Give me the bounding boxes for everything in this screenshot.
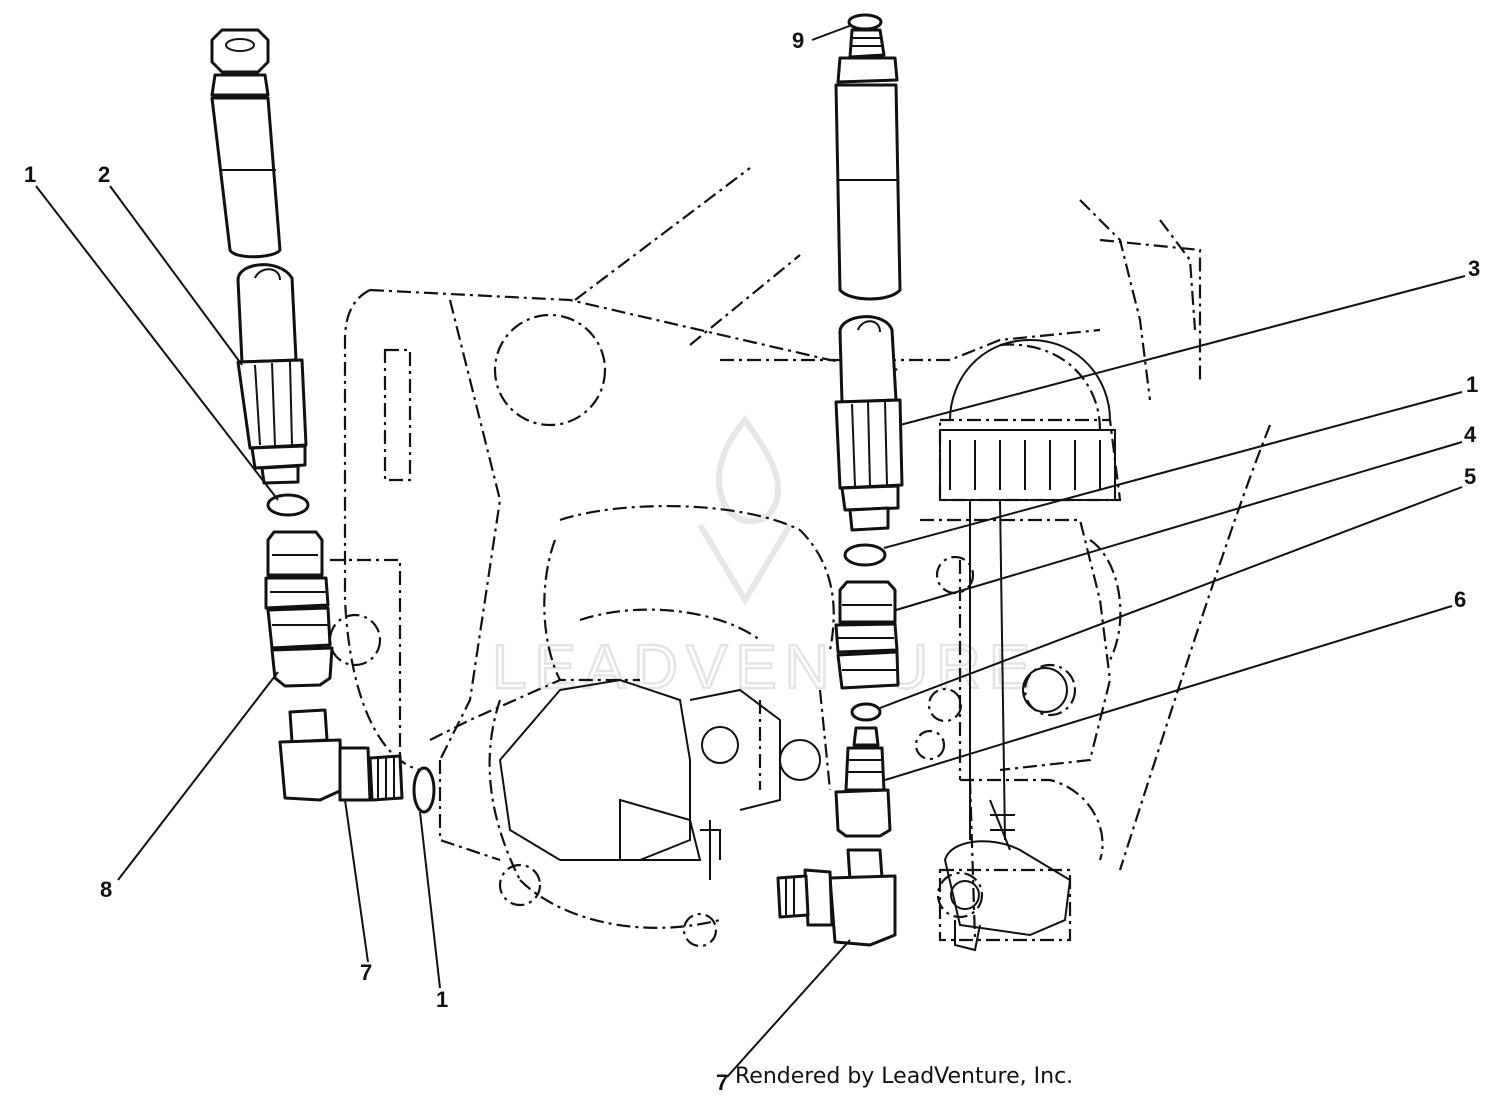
left-upper-hose (210, 28, 282, 259)
left-o-ring-1 (266, 493, 310, 517)
callout-6: 6 (1454, 587, 1466, 612)
callout-2: 2 (98, 162, 110, 187)
leader-lines (35, 24, 1466, 1078)
callout-7-left: 7 (360, 960, 372, 985)
watermark-text: LEADVENTURE (492, 633, 1038, 702)
left-elbow-7 (278, 708, 404, 802)
right-upper-hose (834, 28, 902, 301)
right-o-ring-5 (850, 702, 882, 722)
callout-7-bottom: 7 (716, 1070, 728, 1095)
callout-4: 4 (1464, 422, 1477, 447)
callout-labels: 1 2 3 1 4 5 6 8 7 1 9 7 (24, 28, 1480, 1095)
left-adapter-8 (264, 530, 334, 688)
bottom-o-ring-1 (412, 766, 436, 814)
right-o-ring-9 (847, 13, 883, 31)
callout-1-right: 1 (1466, 372, 1478, 397)
right-adapter-4 (834, 580, 900, 690)
left-hose-end-2 (236, 263, 308, 485)
right-hose-end-3 (834, 315, 904, 532)
callout-5: 5 (1464, 464, 1476, 489)
engine-outline (328, 167, 1272, 948)
right-elbow-7 (776, 848, 897, 947)
pump-body (498, 338, 1116, 952)
callout-9: 9 (792, 28, 804, 53)
leadventure-watermark: LEADVENTURE (491, 415, 1038, 703)
right-fitting-6 (834, 726, 892, 838)
rendered-by-credit: Rendered by LeadVenture, Inc. (735, 1064, 1074, 1089)
callout-1-left: 1 (24, 162, 36, 187)
callout-3: 3 (1468, 256, 1480, 281)
callout-8: 8 (100, 877, 112, 902)
right-o-ring-1 (843, 543, 887, 567)
callout-1-bottom: 1 (436, 987, 448, 1012)
